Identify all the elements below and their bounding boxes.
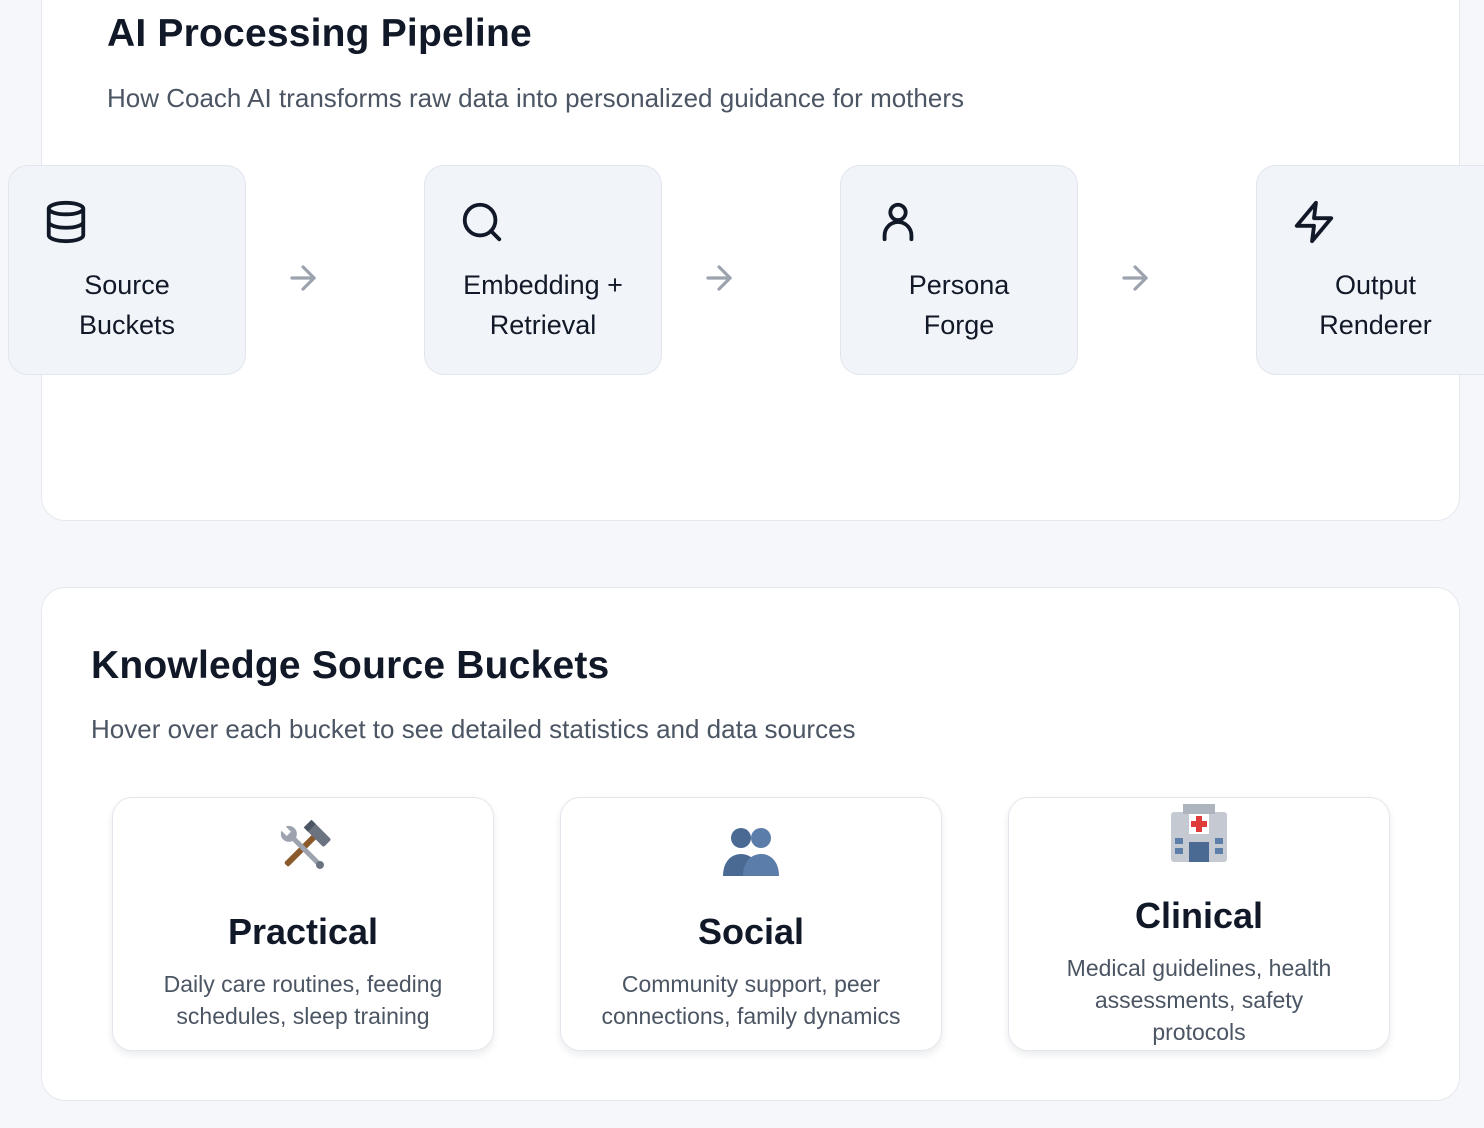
user-icon xyxy=(875,199,921,245)
bucket-card-social[interactable]: Social Community support, peer connectio… xyxy=(560,797,942,1051)
pipeline-stage-persona-forge[interactable]: Persona Forge xyxy=(840,165,1078,375)
stage-label: Output Renderer xyxy=(1257,265,1484,345)
bucket-card-clinical[interactable]: Clinical Medical guidelines, health asse… xyxy=(1008,797,1390,1051)
stage-label-line: Retrieval xyxy=(489,310,597,340)
pipeline-stage-output-renderer[interactable]: Output Renderer xyxy=(1256,165,1484,375)
stage-label-line: Forge xyxy=(923,310,995,340)
hammer-and-wrench-icon xyxy=(113,816,493,893)
arrow-right-icon xyxy=(284,259,322,297)
people-icon xyxy=(561,822,941,891)
stage-label-line: Output xyxy=(1334,270,1417,300)
pipeline-subtitle: How Coach AI transforms raw data into pe… xyxy=(107,83,964,113)
stage-label-line: Persona xyxy=(908,270,1010,300)
lightning-icon xyxy=(1291,199,1337,245)
pipeline-title: AI Processing Pipeline xyxy=(107,12,532,55)
pipeline-panel: AI Processing Pipeline How Coach AI tran… xyxy=(41,0,1460,521)
stage-label-line: Buckets xyxy=(78,310,176,340)
buckets-subtitle: Hover over each bucket to see detailed s… xyxy=(91,714,856,744)
bucket-name: Practical xyxy=(227,911,379,952)
bucket-name: Social xyxy=(697,911,805,952)
stage-label: Source Buckets xyxy=(9,265,245,345)
bucket-card-practical[interactable]: Practical Daily care routines, feeding s… xyxy=(112,797,494,1051)
bucket-description: Daily care routines, feeding schedules, … xyxy=(163,971,443,1029)
stage-label-line: Embedding + xyxy=(463,270,623,300)
hospital-icon xyxy=(1009,802,1389,877)
arrow-right-icon xyxy=(700,259,738,297)
stage-label: Persona Forge xyxy=(841,265,1077,345)
arrow-right-icon xyxy=(1116,259,1154,297)
search-icon xyxy=(459,199,505,245)
database-icon xyxy=(43,199,89,245)
stage-label: Embedding + Retrieval xyxy=(425,265,661,345)
stage-label-line: Renderer xyxy=(1319,310,1432,340)
bucket-description: Medical guidelines, health assessments, … xyxy=(1066,955,1332,1045)
pipeline-stage-embedding-retrieval[interactable]: Embedding + Retrieval xyxy=(424,165,662,375)
buckets-title: Knowledge Source Buckets xyxy=(91,644,610,687)
bucket-name: Clinical xyxy=(1134,895,1264,936)
pipeline-stage-source-buckets[interactable]: Source Buckets xyxy=(8,165,246,375)
stage-label-line: Source xyxy=(84,270,170,300)
bucket-description: Community support, peer connections, fam… xyxy=(601,971,901,1029)
